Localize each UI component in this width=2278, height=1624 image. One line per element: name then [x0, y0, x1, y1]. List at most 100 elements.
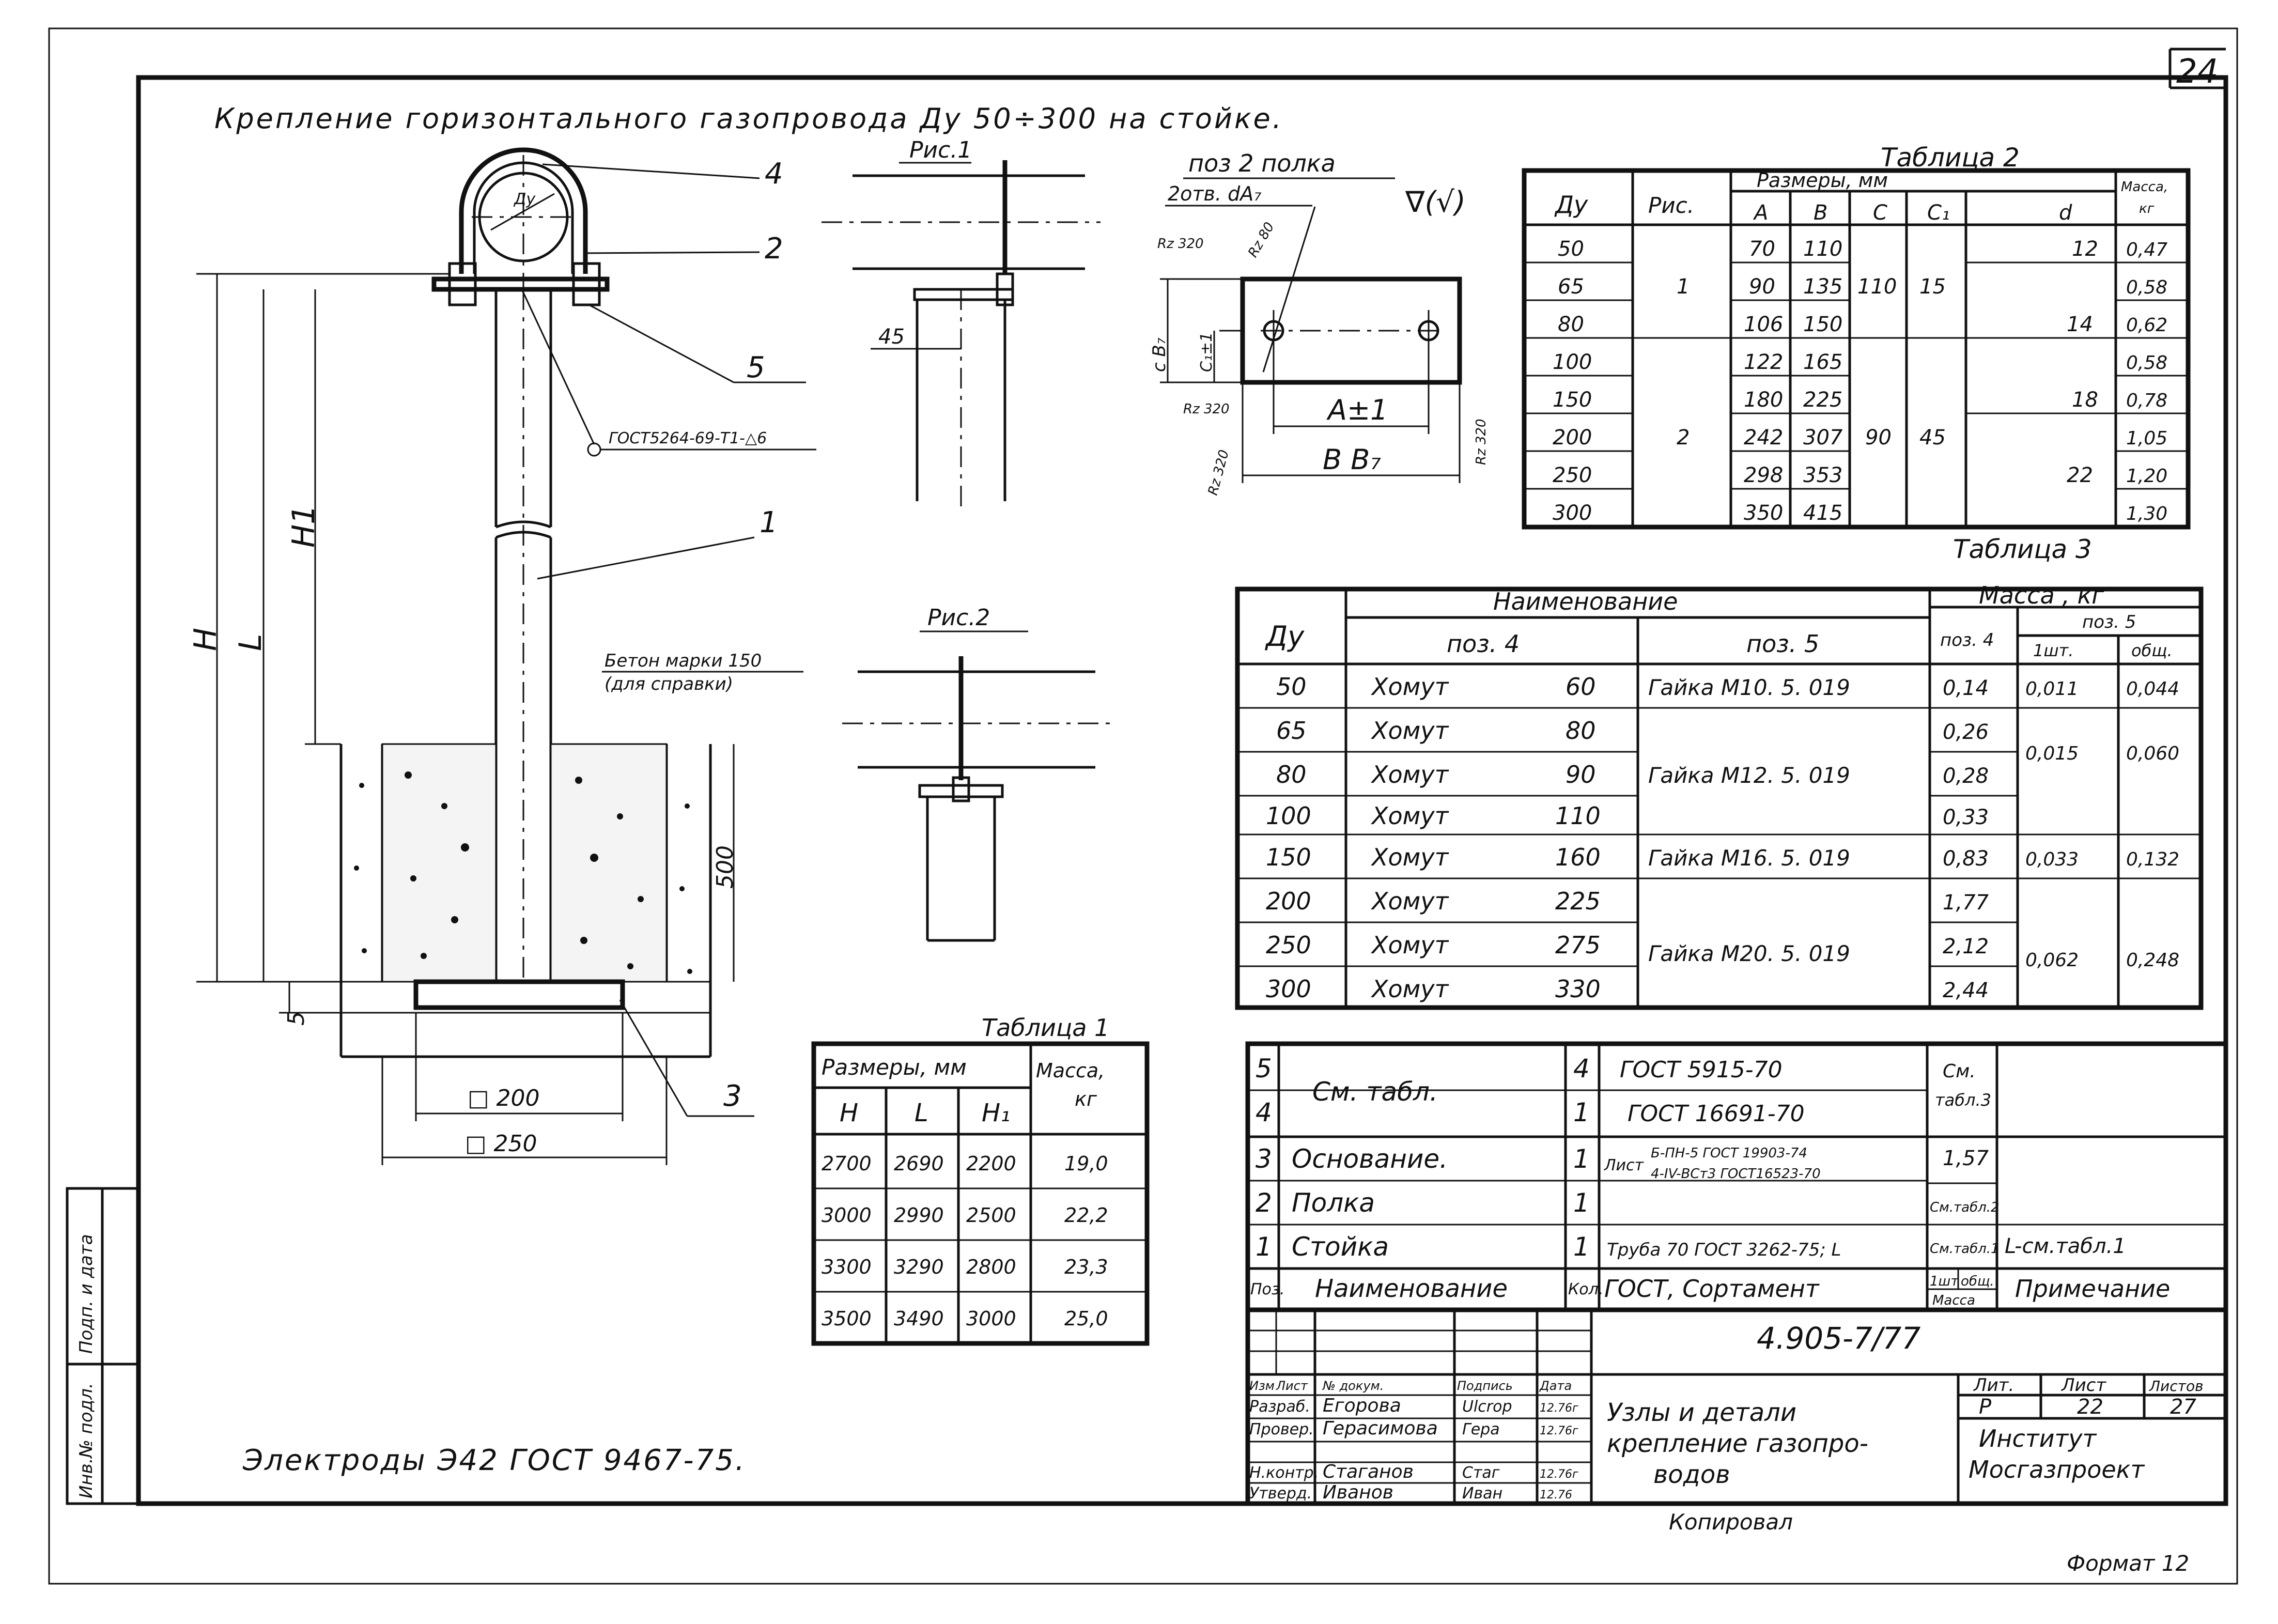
specification: 5 4 3 2 1 См. табл. Основание. Полка Сто… — [1245, 1041, 2228, 1312]
table2-mass: 0,78 — [2126, 390, 2167, 411]
side-label-sign: Подп. и дата — [76, 1234, 97, 1354]
concrete-fill-left — [381, 743, 497, 983]
table1-cell: 3300 — [822, 1256, 872, 1278]
table3-du: 65 — [1276, 717, 1307, 745]
title-block: 4.905-7/77 Изм Лист № докум. Подпись Дат… — [1245, 1307, 2228, 1506]
table3-head-name: Наименование — [1493, 587, 1678, 615]
dim-a: A±1 — [1326, 394, 1388, 426]
fig2-label: Рис.2 — [927, 605, 990, 631]
callout-4: 4 — [765, 157, 783, 191]
table3-mass4: 2,44 — [1943, 979, 1989, 1002]
doc-code: 4.905-7/77 — [1757, 1321, 1920, 1356]
table3-clamp: 225 — [1555, 887, 1601, 915]
stamp-name: Иванов — [1323, 1482, 1393, 1503]
spec-qty: 1 — [1573, 1144, 1590, 1174]
table1-head-mass: Масса, — [1036, 1059, 1105, 1082]
figure-2: Рис.2 — [842, 605, 1111, 942]
table2-col-c1: C₁ — [1927, 201, 1950, 225]
callout-3: 3 — [723, 1079, 742, 1113]
dim-45: 45 — [878, 325, 905, 349]
table1-cell: 23,3 — [1064, 1256, 1108, 1278]
table3-head-du: Ду — [1265, 620, 1305, 653]
table2-du: 300 — [1553, 501, 1592, 525]
table3-clamp-word: Хомут — [1371, 931, 1449, 959]
table2-col-b: B — [1814, 201, 1827, 225]
stamp-date: 12.76 — [1540, 1489, 1572, 1502]
table2-c1-1: 15 — [1919, 275, 1946, 299]
table-3: Ду Наименование Масса , кг поз. 4 поз. 5… — [1235, 581, 2204, 1010]
stamp-lists-head: Листов — [2149, 1378, 2204, 1395]
fig1-label: Рис.1 — [909, 137, 972, 163]
table2-mass: 1,05 — [2126, 428, 2167, 449]
dim-h: H — [188, 628, 224, 651]
table2-du: 100 — [1553, 350, 1592, 374]
table3-head-obsh: общ. — [2131, 641, 2173, 660]
table3-du: 50 — [1276, 673, 1307, 701]
table1-cell: 2990 — [894, 1204, 944, 1227]
rough-5: Rz 320 — [1474, 419, 1489, 465]
table3-m5o: 0,248 — [2126, 950, 2179, 971]
stamp-lit-head: Лит. — [1973, 1375, 2014, 1396]
table3-mass4: 0,28 — [1943, 764, 1989, 788]
stamp-head: Изм — [1249, 1379, 1275, 1393]
stamp-role: Провер. — [1249, 1420, 1314, 1439]
figure-1: Рис.1 45 — [822, 137, 1101, 512]
table3-mass4: 1,77 — [1943, 891, 1989, 915]
dim-h1: H1 — [286, 505, 322, 548]
table3-m5: 0,062 — [2025, 950, 2079, 971]
table1-cell: 3500 — [822, 1307, 872, 1330]
spec-name: Полка — [1292, 1188, 1375, 1218]
spec-list-bot: 4-IV-ВСт3 ГОСТ16523-70 — [1651, 1166, 1821, 1182]
table3-m5: 0,011 — [2025, 678, 2079, 700]
sheet-frame: 24 Инв.№ подл. Подп. и дата — [48, 27, 2238, 1585]
table1-cell: 25,0 — [1064, 1307, 1108, 1330]
table1-cell: 3000 — [966, 1307, 1016, 1330]
shelf-plate — [431, 276, 610, 292]
table3-clamp-word: Хомут — [1371, 717, 1449, 745]
table1-col-l: L — [915, 1099, 928, 1127]
stamp-sign: Иван — [1462, 1484, 1502, 1503]
table3-clamp: 90 — [1566, 761, 1596, 788]
table3-nut: Гайка М16. 5. 019 — [1648, 845, 1850, 871]
table2-b: 353 — [1803, 463, 1842, 487]
table3-du: 200 — [1266, 887, 1311, 915]
finish-mark: ∇(√) — [1405, 185, 1466, 219]
spec-pos: 5 — [1256, 1054, 1272, 1084]
electrodes-note: Электроды Э42 ГОСТ 9467-75. — [242, 1444, 746, 1477]
shelf-detail: поз 2 полка 2отв. dA₇ ∇(√) A±1 B B₇ c B₇… — [1149, 149, 1489, 497]
table2-du: 80 — [1558, 313, 1584, 336]
table3-clamp-word: Хомут — [1371, 673, 1449, 701]
clamp-u-bolt — [459, 147, 588, 274]
main-view: Ду — [188, 147, 816, 1165]
table3-mass4: 0,14 — [1943, 676, 1989, 700]
dim-c1: C₁±1 — [1198, 332, 1216, 372]
dim-5: 5 — [283, 1011, 309, 1026]
table3-nut: Гайка М10. 5. 019 — [1648, 675, 1850, 700]
table3-head-1sht: 1шт. — [2033, 641, 2073, 660]
concrete-note-ref: (для справки) — [605, 674, 733, 694]
spec-pos: 4 — [1256, 1097, 1272, 1127]
table3-head-mpos5: поз. 5 — [2082, 612, 2136, 632]
table2-a: 106 — [1744, 313, 1783, 336]
table2-ris-2: 2 — [1677, 426, 1690, 450]
table2-mass: 0,47 — [2126, 239, 2167, 260]
table3-m5o: 0,132 — [2126, 849, 2179, 870]
format-label: Формат 12 — [2067, 1551, 2189, 1576]
table2-du: 50 — [1558, 237, 1584, 261]
base-plate — [413, 979, 625, 1010]
stamp-list-head: Лист — [2060, 1375, 2106, 1396]
spec-list-top: Б-ПН-5 ГОСТ 19903-74 — [1651, 1146, 1807, 1161]
stamp-sign: Гера — [1462, 1420, 1500, 1439]
callout-1: 1 — [760, 506, 778, 539]
concrete-fill-right — [550, 743, 668, 983]
nut-left — [448, 262, 477, 306]
table2-b: 135 — [1803, 275, 1842, 299]
table2-d-18: 18 — [2072, 388, 2098, 412]
table3-clamp: 110 — [1555, 802, 1601, 830]
table3-m5: 0,033 — [2025, 849, 2079, 870]
dim-du-label: Ду — [513, 190, 536, 208]
stamp-head: Дата — [1539, 1379, 1572, 1393]
spec-gost: ГОСТ 5915-70 — [1620, 1057, 1783, 1083]
table2-a: 122 — [1744, 350, 1783, 374]
